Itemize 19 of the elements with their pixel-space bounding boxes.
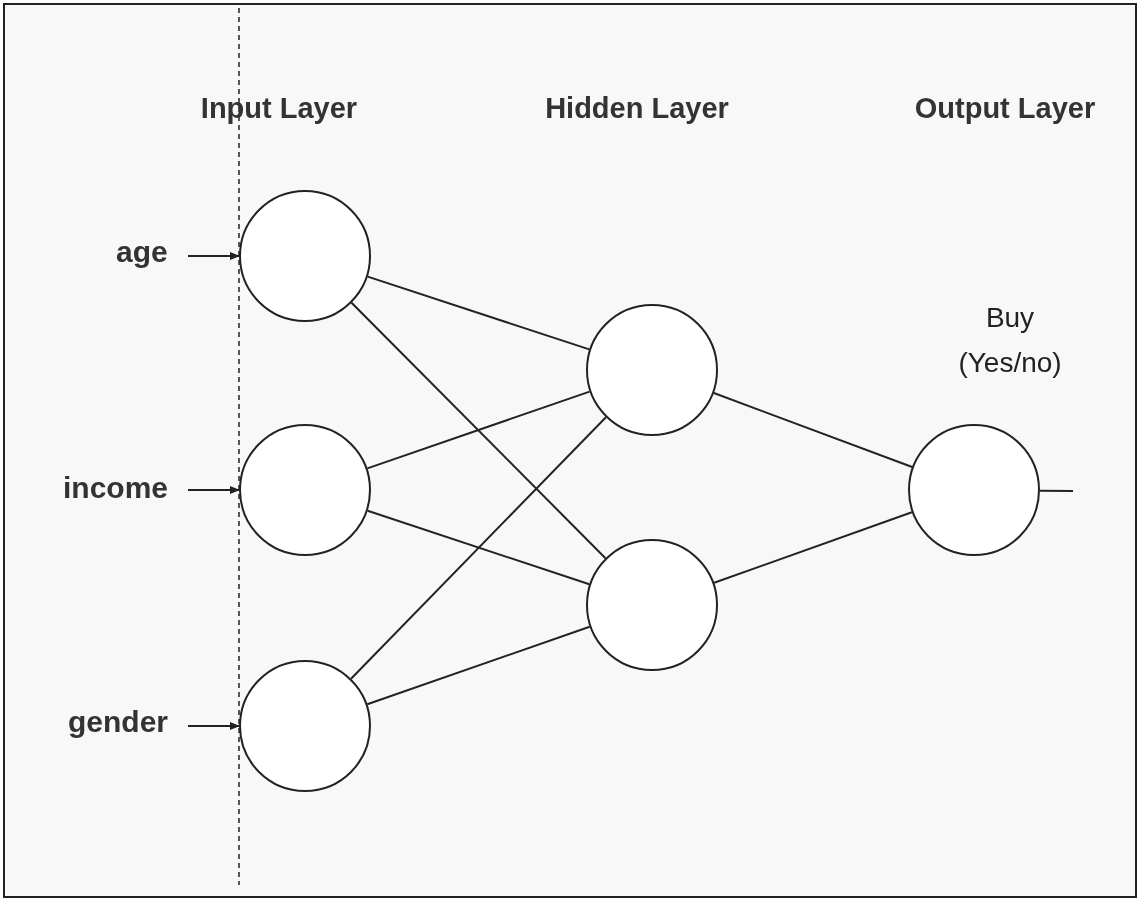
input-label: gender (68, 705, 169, 739)
connection-line (713, 511, 913, 584)
input-label: age (116, 235, 168, 269)
connection-line (712, 392, 914, 468)
layer-heading: Input Layer (200, 92, 358, 125)
connection-line (350, 301, 607, 560)
layer-heading: Output Layer (914, 92, 1096, 125)
arrow (187, 722, 240, 730)
connection-line (366, 509, 591, 586)
arrow (187, 486, 240, 494)
connection-line (1039, 489, 1074, 492)
arrow (187, 252, 240, 260)
connection-line (366, 625, 591, 706)
layer-heading: Hidden Layer (545, 92, 729, 125)
input-label: income (63, 471, 169, 505)
output-caption: Buy (Yes/no) (957, 301, 1063, 380)
connection-line (366, 390, 591, 470)
connection-line (350, 416, 607, 680)
connection-line (366, 275, 591, 351)
